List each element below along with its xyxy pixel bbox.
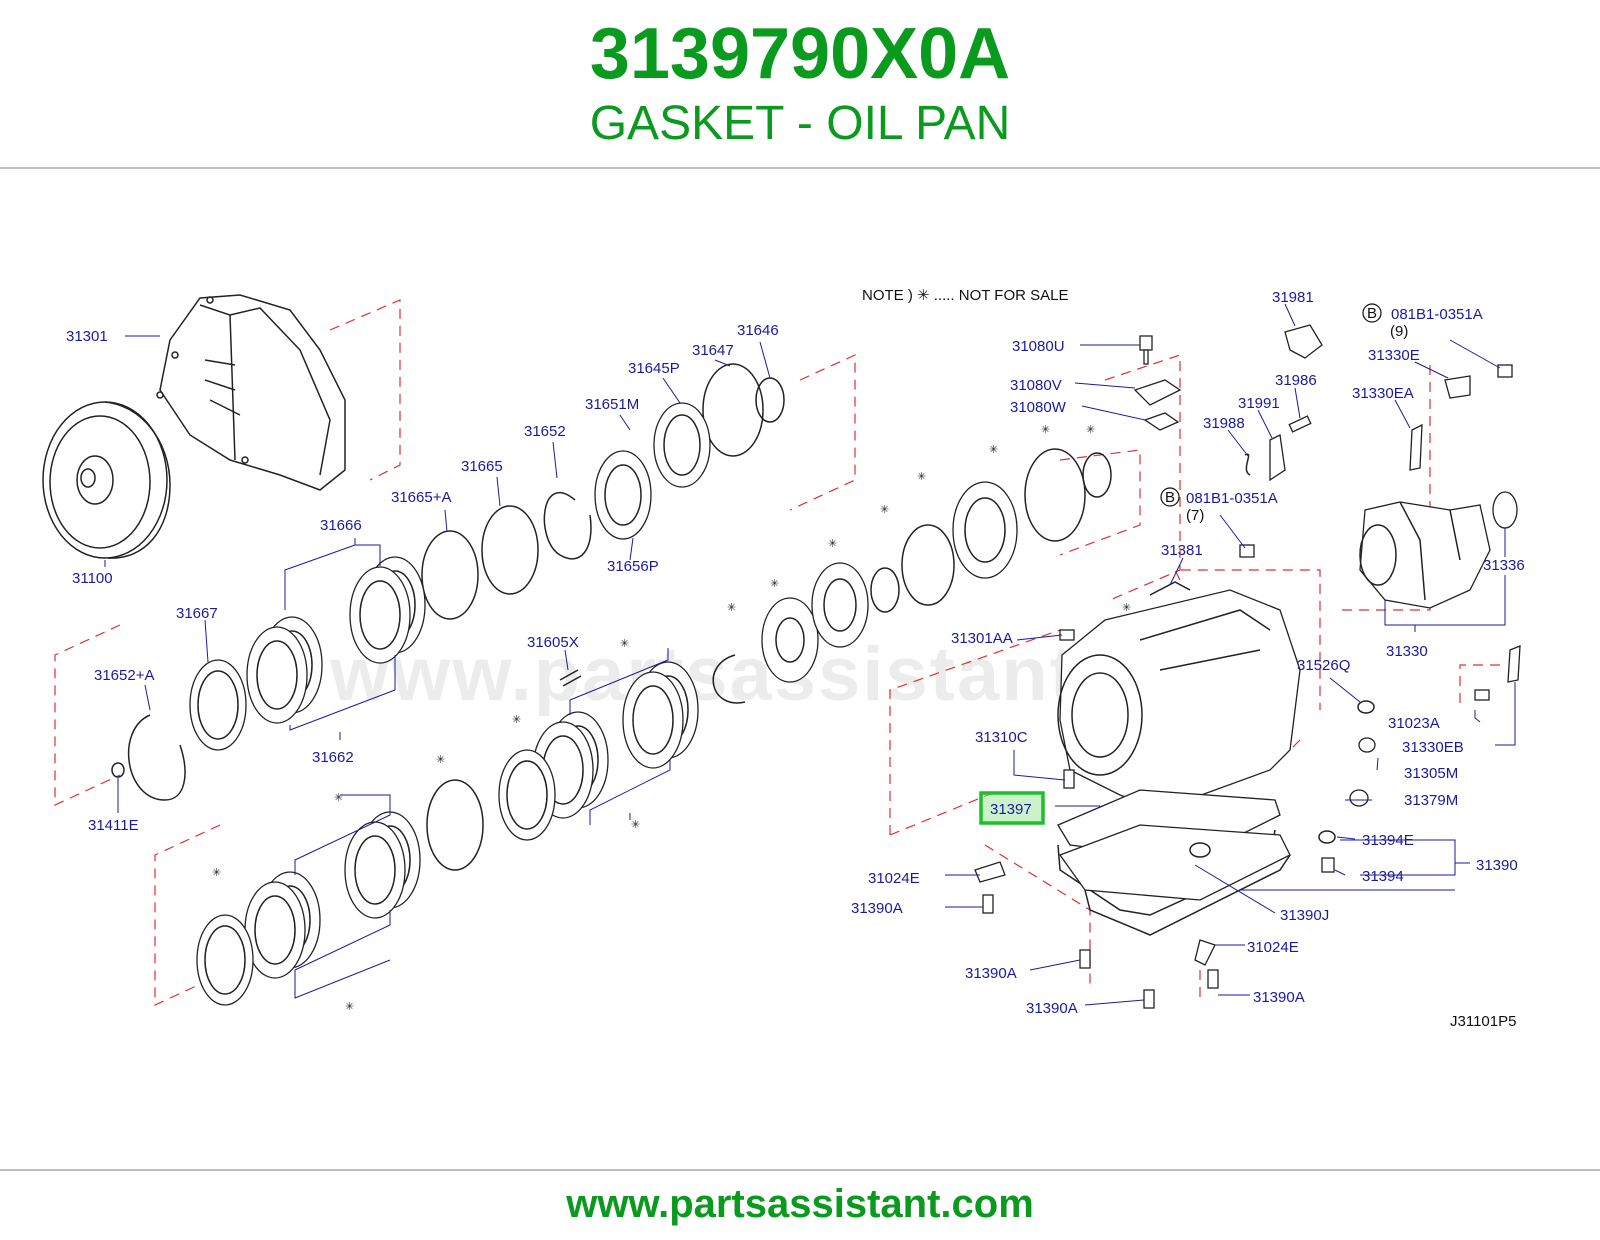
- label-31379m[interactable]: 31379M: [1404, 792, 1458, 809]
- not-for-sale-markers: ✳ ✳ ✳ ✳ ✳ ✳ ✳ ✳ ✳ ✳ ✳ ✳ ✳ ✳ ✳ ✳: [212, 423, 1131, 1013]
- label-31024e-right[interactable]: 31024E: [1247, 939, 1299, 956]
- small-parts-drawing: [974, 324, 1521, 1009]
- label-31667[interactable]: 31667: [176, 605, 218, 622]
- svg-text:✳: ✳: [334, 791, 343, 804]
- leader-lines: [104, 303, 1516, 1006]
- svg-text:✳: ✳: [989, 443, 998, 456]
- converter-housing-drawing: [156, 294, 346, 491]
- label-31305m[interactable]: 31305M: [1404, 765, 1458, 782]
- svg-text:✳: ✳: [512, 713, 521, 726]
- svg-text:✳: ✳: [727, 601, 736, 614]
- label-31080u[interactable]: 31080U: [1012, 338, 1065, 355]
- label-31646[interactable]: 31646: [737, 322, 779, 339]
- label-31390[interactable]: 31390: [1476, 857, 1518, 874]
- svg-text:✳: ✳: [880, 503, 889, 516]
- label-31330e[interactable]: 31330E: [1368, 347, 1420, 364]
- footer-divider: [0, 1169, 1600, 1171]
- label-31651m[interactable]: 31651M: [585, 396, 639, 413]
- transmission-case-drawing: [1057, 589, 1301, 936]
- highlight-box: [979, 791, 1045, 825]
- parts-diagram: www.partsassistant.com: [42, 287, 1525, 1030]
- label-31991[interactable]: 31991: [1238, 395, 1280, 412]
- label-31336[interactable]: 31336: [1483, 557, 1525, 574]
- svg-text:✳: ✳: [1086, 423, 1095, 436]
- note-not-for-sale: NOTE ) ✳ ..... NOT FOR SALE: [862, 287, 1068, 304]
- label-qty-9: (9): [1390, 323, 1408, 340]
- svg-text:✳: ✳: [917, 470, 926, 483]
- part-number-title: 3139790X0A: [589, 14, 1011, 94]
- clutch-plates-drawing: [111, 363, 1112, 1006]
- label-31301aa[interactable]: 31301AA: [951, 630, 1013, 647]
- svg-text:✳: ✳: [1122, 601, 1131, 614]
- label-31652-a[interactable]: 31652+A: [94, 667, 154, 684]
- label-31330ea[interactable]: 31330EA: [1352, 385, 1414, 402]
- svg-text:✳: ✳: [770, 577, 779, 590]
- label-31301[interactable]: 31301: [66, 328, 108, 345]
- label-b-circle-1: B: [1367, 305, 1377, 322]
- label-31986[interactable]: 31986: [1275, 372, 1317, 389]
- label-31100[interactable]: 31100: [72, 570, 113, 587]
- label-081b1-0351a-top[interactable]: 081B1-0351A: [1391, 306, 1483, 323]
- svg-text:✳: ✳: [631, 818, 640, 831]
- label-31390a-bottom[interactable]: 31390A: [1026, 1000, 1078, 1017]
- label-31645p[interactable]: 31645P: [628, 360, 680, 377]
- label-31662[interactable]: 31662: [312, 749, 354, 766]
- label-31390a-bottom-left[interactable]: 31390A: [965, 965, 1017, 982]
- part-labels: 31301 31100 31646 31647 31645P 31651M 31…: [66, 289, 1525, 1017]
- svg-text:✳: ✳: [436, 753, 445, 766]
- label-31526q[interactable]: 31526Q: [1297, 657, 1350, 674]
- footer-website-link[interactable]: www.partsassistant.com: [566, 1182, 1034, 1226]
- label-31394e[interactable]: 31394E: [1362, 832, 1414, 849]
- label-31024e-left[interactable]: 31024E: [868, 870, 920, 887]
- label-081b1-0351a-mid[interactable]: 081B1-0351A: [1186, 490, 1278, 507]
- label-31390j[interactable]: 31390J: [1280, 907, 1329, 924]
- label-31411e[interactable]: 31411E: [88, 817, 139, 834]
- svg-text:✳: ✳: [828, 537, 837, 550]
- label-31665-a[interactable]: 31665+A: [391, 489, 451, 506]
- label-qty-7: (7): [1186, 507, 1204, 524]
- label-31981[interactable]: 31981: [1272, 289, 1314, 306]
- label-31390a-left[interactable]: 31390A: [851, 900, 903, 917]
- torque-converter-drawing: [42, 401, 171, 559]
- label-31656p[interactable]: 31656P: [607, 558, 659, 575]
- label-b-circle-2: B: [1165, 489, 1175, 506]
- label-31652[interactable]: 31652: [524, 423, 566, 440]
- label-31310c[interactable]: 31310C: [975, 729, 1028, 746]
- svg-text:✳: ✳: [1041, 423, 1050, 436]
- label-31381[interactable]: 31381: [1161, 542, 1203, 559]
- label-31647[interactable]: 31647: [692, 342, 734, 359]
- label-31397-highlighted[interactable]: 31397: [990, 801, 1032, 818]
- label-31665[interactable]: 31665: [461, 458, 503, 475]
- svg-text:✳: ✳: [620, 637, 629, 650]
- part-name-subtitle: GASKET - OIL PAN: [589, 97, 1011, 150]
- label-31330[interactable]: 31330: [1386, 643, 1428, 660]
- extension-housing-drawing: [1359, 491, 1518, 609]
- svg-text:✳: ✳: [345, 1000, 354, 1013]
- label-31390a-right[interactable]: 31390A: [1253, 989, 1305, 1006]
- label-31988[interactable]: 31988: [1203, 415, 1245, 432]
- label-31023a[interactable]: 31023A: [1388, 715, 1440, 732]
- diagram-code: J31101P5: [1450, 1013, 1516, 1030]
- label-31080v[interactable]: 31080V: [1010, 377, 1062, 394]
- label-31394[interactable]: 31394: [1362, 868, 1404, 885]
- svg-text:✳: ✳: [212, 866, 221, 879]
- label-31080w[interactable]: 31080W: [1010, 399, 1067, 416]
- label-31330eb[interactable]: 31330EB: [1402, 739, 1464, 756]
- label-31605x[interactable]: 31605X: [527, 634, 579, 651]
- header-divider: [0, 167, 1600, 169]
- label-31666[interactable]: 31666: [320, 517, 362, 534]
